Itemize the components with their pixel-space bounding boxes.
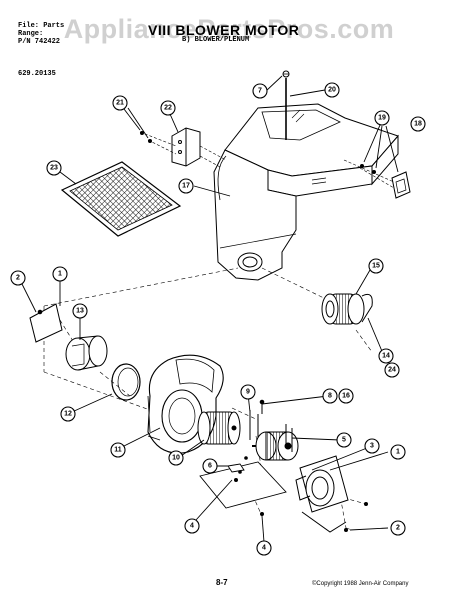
- junction-box-bracket: [171, 127, 201, 167]
- callout-15: 15: [368, 258, 384, 274]
- svg-text:1: 1: [396, 449, 400, 456]
- copyright-notice: ©Copyright 1988 Jenn-Air Company: [312, 581, 409, 587]
- motor-base-plate: [199, 461, 287, 509]
- callout-9: 9: [240, 384, 256, 400]
- callout-21: 21: [112, 95, 128, 111]
- callout-19: 19: [374, 110, 390, 126]
- inlet-collar: [65, 335, 108, 371]
- svg-text:12: 12: [64, 411, 72, 418]
- callout-11: 11: [110, 442, 126, 458]
- plenum-seam: [219, 233, 297, 249]
- mounting-clip: [391, 171, 411, 199]
- svg-text:22: 22: [164, 105, 172, 112]
- model-number: 629.20135: [18, 70, 56, 78]
- watermark-text: AppliancePartsPros.com: [63, 14, 395, 44]
- svg-text:9: 9: [246, 389, 250, 396]
- callout-2-bottom: 2: [390, 520, 406, 536]
- page-subtitle: B) BLOWER/PLENUM: [182, 36, 250, 44]
- small-screws: [234, 456, 368, 532]
- callout-16: 16: [338, 388, 354, 404]
- svg-text:19: 19: [378, 115, 386, 122]
- callout-1-top: 1: [52, 266, 68, 282]
- callout-14: 14: [378, 348, 394, 364]
- plenum-housing: [213, 103, 399, 281]
- callout-4-bottom: 4: [256, 540, 272, 556]
- support-rod: [282, 70, 290, 140]
- file-label: File: Parts: [18, 22, 65, 30]
- svg-text:14: 14: [382, 353, 390, 360]
- callout-18: 18: [410, 116, 426, 132]
- callout-4-left: 4: [184, 518, 200, 534]
- filter-grille: [60, 161, 182, 237]
- callout-3: 3: [364, 438, 380, 454]
- inlet-gasket: [29, 303, 63, 343]
- callout-5: 5: [336, 432, 352, 448]
- callout-23: 23: [46, 160, 62, 176]
- heater-coil: [321, 293, 373, 325]
- svg-text:24: 24: [388, 367, 396, 374]
- range-label: Range:: [18, 30, 44, 38]
- callout-12: 12: [60, 406, 76, 422]
- blower-wheel: [197, 411, 241, 445]
- callout-1-bottom: 1: [390, 444, 406, 460]
- callout-2-top: 2: [10, 270, 26, 286]
- svg-text:15: 15: [372, 263, 380, 270]
- callout-17: 17: [178, 178, 194, 194]
- callout-7: 7: [252, 83, 268, 99]
- callout-6: 6: [202, 458, 218, 474]
- svg-text:18: 18: [414, 121, 422, 128]
- svg-text:16: 16: [342, 393, 350, 400]
- page-title: VIII BLOWER MOTOR: [148, 22, 300, 38]
- svg-text:2: 2: [16, 275, 20, 282]
- svg-text:23: 23: [50, 165, 58, 172]
- svg-text:1: 1: [58, 271, 62, 278]
- svg-text:4: 4: [262, 545, 266, 552]
- callout-24: 24: [384, 362, 400, 378]
- svg-text:11: 11: [114, 447, 122, 454]
- svg-text:5: 5: [342, 437, 346, 444]
- clip-screws: [360, 164, 376, 174]
- svg-text:8: 8: [328, 393, 332, 400]
- svg-text:2: 2: [396, 525, 400, 532]
- svg-text:20: 20: [328, 87, 336, 94]
- motor-mount-bracket: [295, 455, 349, 533]
- page-number: 8-7: [216, 578, 228, 587]
- svg-text:10: 10: [172, 455, 180, 462]
- terminal-hardware: [249, 399, 293, 452]
- callout-8: 8: [322, 388, 338, 404]
- svg-text:3: 3: [370, 443, 374, 450]
- svg-text:7: 7: [258, 88, 262, 95]
- bracket-screws: [140, 131, 152, 143]
- svg-text:17: 17: [182, 183, 190, 190]
- blower-motor: [252, 431, 299, 461]
- pn-label: P/N 742422: [18, 38, 61, 46]
- callout-22: 22: [160, 100, 176, 116]
- callout-20: 20: [324, 82, 340, 98]
- svg-text:4: 4: [190, 523, 194, 530]
- svg-text:21: 21: [116, 100, 124, 107]
- svg-text:6: 6: [208, 463, 212, 470]
- clamp-ring: [111, 363, 141, 401]
- svg-text:13: 13: [76, 308, 84, 315]
- callout-10: 10: [168, 450, 184, 466]
- callout-13: 13: [72, 303, 88, 319]
